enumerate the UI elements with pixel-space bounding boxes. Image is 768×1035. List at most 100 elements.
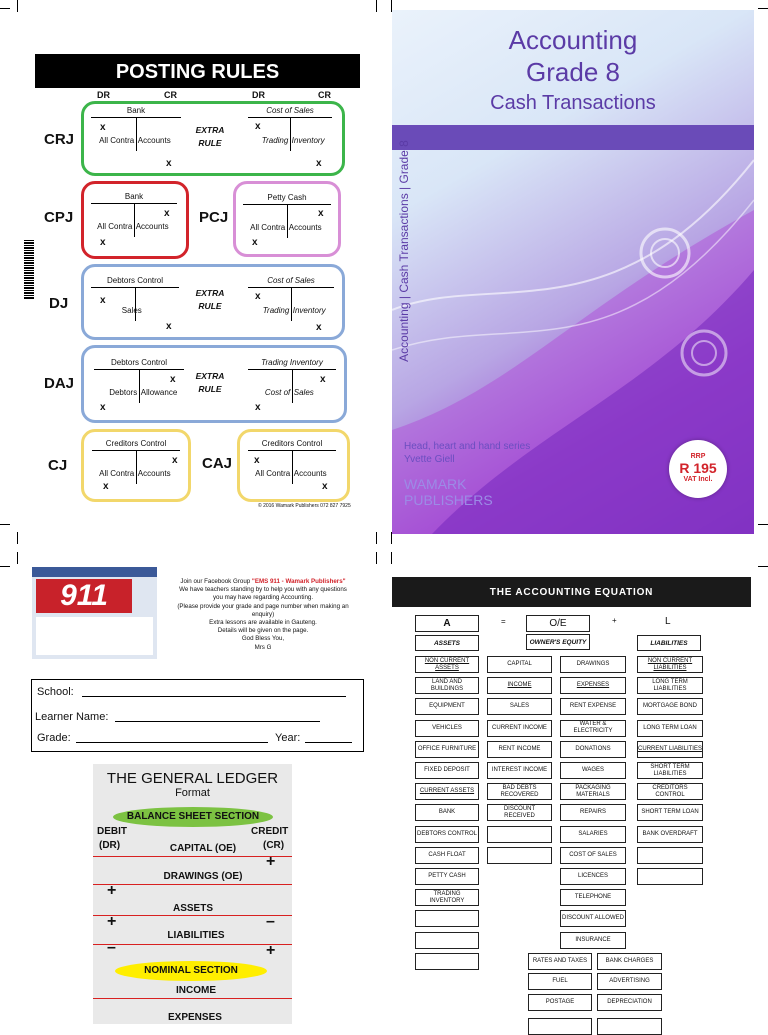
divider <box>287 204 288 238</box>
equation-cell: MORTGAGE BOND <box>637 698 703 716</box>
crop-mark <box>376 0 377 12</box>
debit-mark: x <box>255 402 261 413</box>
equation-cell: PETTY CASH <box>415 868 479 885</box>
facebook-header-bar <box>32 567 157 577</box>
ledger-line <box>93 915 292 916</box>
dj-rule-box <box>81 264 345 340</box>
equation-cell: RENT EXPENSE <box>560 698 626 716</box>
cr-label: CR <box>164 90 177 100</box>
debit-mark: x <box>252 237 258 248</box>
plus-sign: + <box>266 853 276 870</box>
equation-cell: INSURANCE <box>560 931 626 949</box>
ledger-line <box>93 856 292 857</box>
equation-cell <box>637 846 703 864</box>
crop-mark <box>758 524 768 525</box>
plus-sign: + <box>107 882 117 899</box>
account-label: Accounts <box>135 222 169 231</box>
debit-mark: x <box>255 291 261 302</box>
equation-cell: INTEREST INCOME <box>487 762 552 779</box>
notice-line: you may have regarding Accounting. <box>212 594 314 602</box>
liabilities-symbol: L <box>665 616 671 627</box>
equation-cell: NON CURRENT LIABILITIES <box>637 656 703 673</box>
account-label: Sales <box>121 306 142 315</box>
equation-cell: CURRENT LIABILITIES <box>637 740 703 758</box>
account-label: Allowance <box>140 388 178 397</box>
journal-label-crj: CRJ <box>44 131 75 148</box>
dr-label: DR <box>252 90 265 100</box>
debit-mark: x <box>255 121 261 132</box>
extra-rule-line: RULE <box>198 301 222 311</box>
account-label: Cost of <box>264 388 291 397</box>
credit-mark: x <box>316 322 322 333</box>
account-label: Inventory <box>292 306 326 315</box>
crop-mark <box>17 532 18 544</box>
equation-cell: SALES <box>487 698 552 716</box>
price-rrp: RRP <box>690 453 706 460</box>
divider <box>136 117 137 151</box>
crop-mark <box>758 566 768 567</box>
year-field[interactable] <box>305 742 352 743</box>
learner-name-field[interactable] <box>115 721 320 722</box>
year-label: Year: <box>275 732 301 744</box>
debit-mark: x <box>100 122 106 133</box>
journal-label-cpj: CPJ <box>44 209 74 226</box>
credit-mark: x <box>320 374 326 385</box>
ledger-item: EXPENSES <box>168 1012 222 1023</box>
ledger-line <box>93 998 292 999</box>
crop-mark <box>376 532 377 544</box>
divider <box>139 369 140 403</box>
equation-cell: LONG TERM LOAN <box>637 719 703 737</box>
account-title: Debtors Control <box>106 276 164 285</box>
account-label: Sales <box>293 388 314 397</box>
ledger-item: LIABILITIES <box>167 930 225 941</box>
equation-cell: INCOME <box>487 677 552 695</box>
posting-rules-title: POSTING RULES <box>35 54 360 88</box>
divider <box>134 203 135 237</box>
ledger-item: INCOME <box>176 985 216 996</box>
school-field[interactable] <box>82 696 346 697</box>
crop-mark <box>17 0 18 12</box>
equation-cell: WATER & ELECTRICITY <box>560 719 626 737</box>
divider <box>136 450 137 484</box>
logo-911: 911 <box>36 579 132 613</box>
equation-cell: VEHICLES <box>415 719 479 737</box>
liabilities-header: LIABILITIES <box>637 635 701 651</box>
account-label: All Contra <box>97 222 133 231</box>
divider <box>291 287 292 321</box>
equation-cell: POSTAGE <box>528 993 592 1011</box>
notice-line: enquiry) <box>251 610 275 618</box>
notice-line: Mrs G <box>254 643 272 651</box>
equation-cell: PACKAGING MATERIALS <box>560 783 626 801</box>
account-label: Accounts <box>137 136 171 145</box>
cj-rule-box <box>81 429 191 502</box>
daj-rule-box <box>81 345 347 423</box>
notice-line: Join our Facebook Group "EMS 911 - Wamar… <box>160 578 366 586</box>
crop-mark <box>0 8 10 9</box>
minus-sign: – <box>266 913 275 930</box>
account-title: Bank <box>124 192 144 201</box>
equation-cell: EXPENSES <box>560 677 626 695</box>
equation-cell <box>415 931 479 949</box>
extra-rule-line: RULE <box>198 138 222 148</box>
equation-cell: SHORT TERM LIABILITIES <box>637 762 703 779</box>
extra-rule-line: EXTRA <box>195 125 225 135</box>
school-label: School: <box>37 686 74 698</box>
equation-cell: BAD DEBTS RECOVERED <box>487 783 552 801</box>
cover-subtitle: Cash Transactions <box>490 92 656 114</box>
credit-mark: x <box>166 321 172 332</box>
equation-cell: FIXED DEPOSIT <box>415 762 479 779</box>
owners-equity-header: OWNER'S EQUITY <box>526 634 590 650</box>
equation-title: THE ACCOUNTING EQUATION <box>392 577 751 607</box>
notice-line: We have teachers standing by to help you… <box>179 586 347 594</box>
grade-field[interactable] <box>76 742 268 743</box>
cover-author: Yvette Giell <box>404 454 455 465</box>
account-title: Creditors Control <box>105 439 167 448</box>
equals-sign: = <box>501 617 506 626</box>
debit-mark: x <box>103 481 109 492</box>
journal-label-caj: CAJ <box>202 455 233 472</box>
learner-name-label: Learner Name: <box>35 711 109 723</box>
plus-sign: + <box>612 616 617 625</box>
account-title: Bank <box>126 106 146 115</box>
caj-rule-box <box>237 429 350 502</box>
